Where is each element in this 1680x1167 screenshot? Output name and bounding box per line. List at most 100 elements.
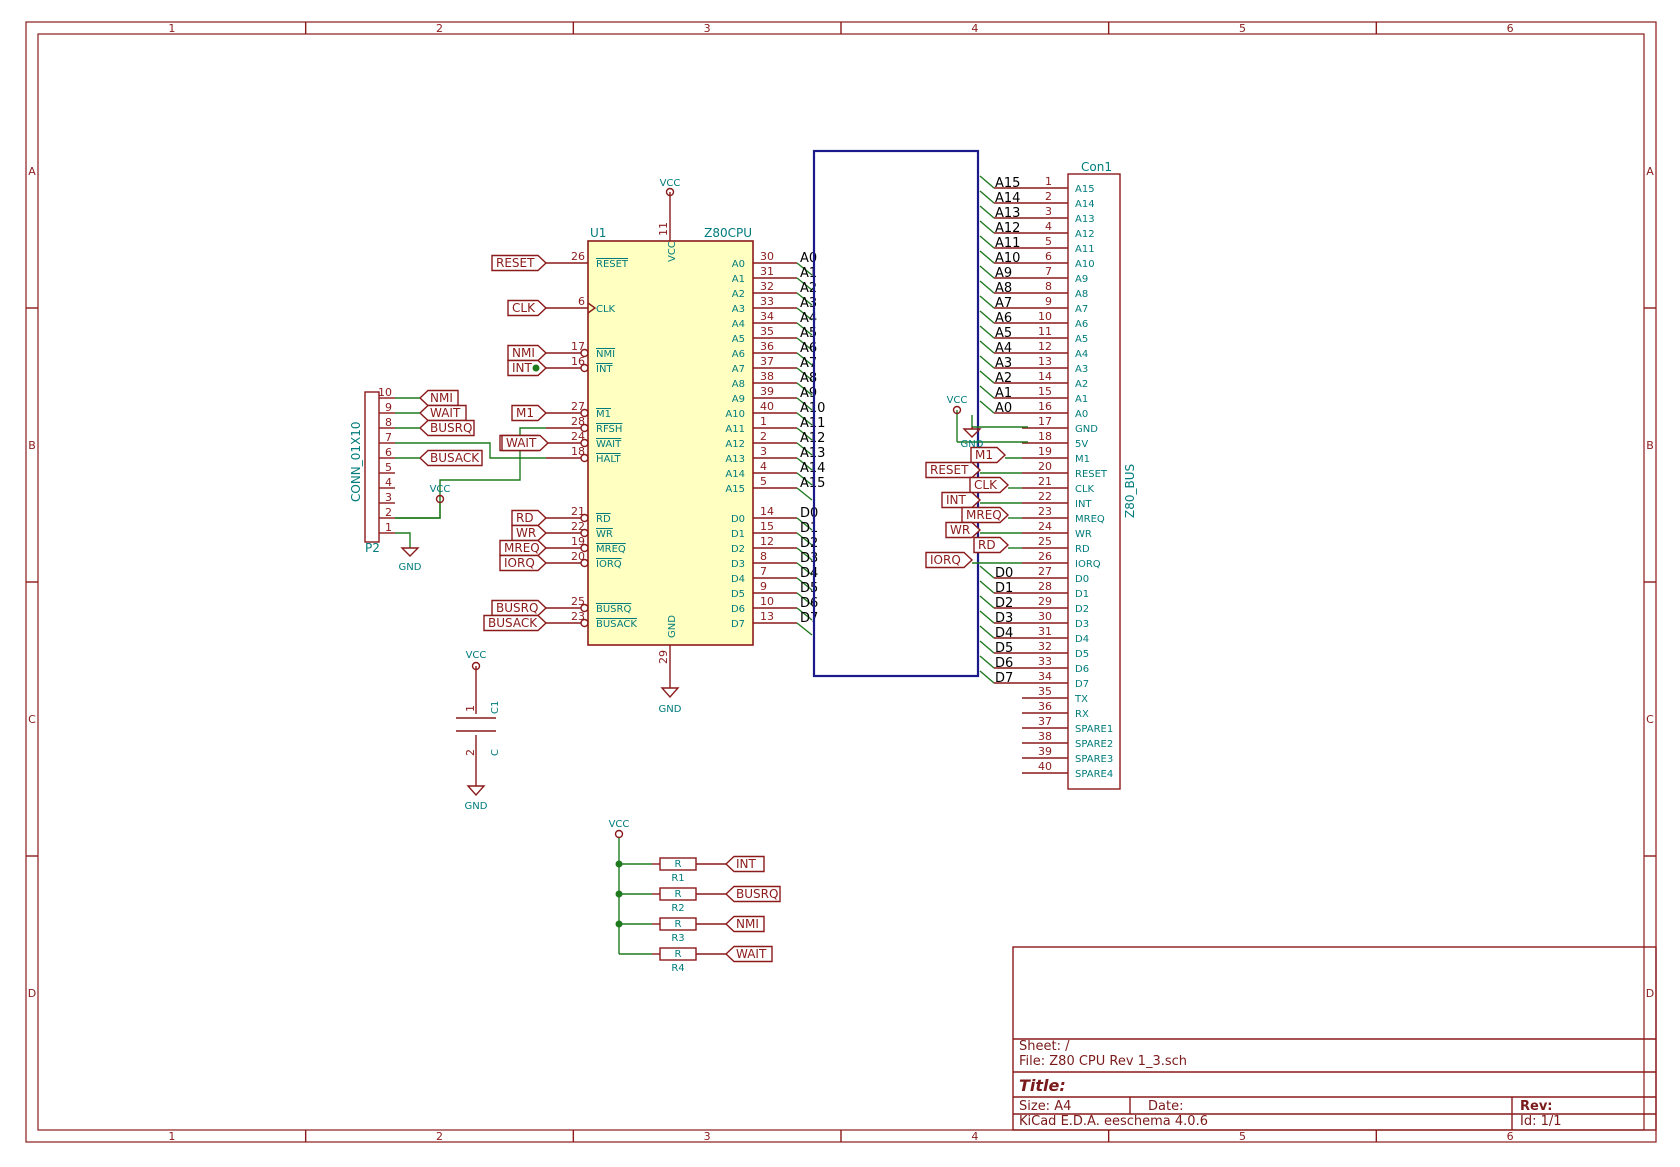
bus-entry [979, 205, 995, 219]
net-label: A3 [800, 296, 817, 311]
net-label: A4 [800, 311, 817, 326]
vcc-symbol [471, 661, 481, 671]
u1-pin-num: 10 [760, 595, 774, 608]
u1-pin-name: IORQ [596, 559, 622, 570]
tb-rev: Rev: [1520, 1099, 1553, 1114]
u1-clk-label-shape [507, 299, 548, 317]
res-wait-label-text: WAIT [736, 947, 767, 961]
res-value: R [675, 859, 682, 870]
frame-col-label: 4 [971, 22, 978, 35]
u1-pin-num: 27 [571, 400, 585, 413]
con1-rd-label-text: RD [978, 538, 996, 552]
u1-pin-name: RESET [596, 259, 629, 270]
con1-pin-name: GND [1075, 424, 1098, 435]
u1-pin-bubble [580, 408, 589, 418]
frame-col-label: 2 [436, 1130, 443, 1143]
u1-pin-num: 39 [760, 385, 774, 398]
clock-marker [587, 302, 597, 314]
p2-ref: P2 [365, 541, 380, 555]
bus-entry [979, 400, 995, 414]
con1-m1-label-shape [970, 446, 1007, 464]
con1-pin-num: 36 [1038, 700, 1052, 713]
u1-pin-num: 6 [578, 295, 585, 308]
u1-gnd-pin-name: GND [667, 615, 678, 638]
u1-pin-num: 21 [571, 505, 585, 518]
u1-pin-bubble [580, 618, 589, 628]
con1-pin-num: 14 [1038, 370, 1052, 383]
net-label: A13 [800, 446, 825, 461]
u1-pin-num: 14 [760, 505, 774, 518]
vcc-label: VCC [660, 178, 681, 189]
u1-pin-bubble [580, 528, 589, 538]
con1-pin-name: RESET [1075, 469, 1108, 480]
net-label: A8 [800, 371, 817, 386]
bus-entry [796, 622, 813, 636]
res-value: R [675, 949, 682, 960]
con1-pin-num: 30 [1038, 610, 1052, 623]
con1-ref: Con1 [1081, 160, 1112, 174]
u1-pin-name: A7 [732, 364, 745, 375]
bus-entry [979, 610, 995, 624]
con1-pin-num: 25 [1038, 535, 1052, 548]
res-ref: R1 [671, 873, 684, 884]
net-label: A11 [995, 236, 1020, 251]
con1-pin-num: 11 [1038, 325, 1052, 338]
u1-pin-bubble [580, 543, 589, 553]
u1-pin-name: D1 [731, 529, 745, 540]
frame-col-label: 4 [971, 1130, 978, 1143]
bus-entry [796, 367, 813, 381]
p2-pin-num: 9 [385, 401, 392, 414]
u1-pin-num: 36 [760, 340, 774, 353]
con1-clk-label-text: CLK [974, 478, 998, 492]
con1-pin-name: D3 [1075, 619, 1089, 630]
frame-col-label: 5 [1239, 1130, 1246, 1143]
gnd-symbol [660, 687, 680, 699]
bus-entry [979, 220, 995, 234]
u1-iorq-label-shape [499, 554, 548, 572]
u1-pin-num: 31 [760, 265, 774, 278]
bus-entry [796, 262, 813, 276]
halt-to-p2-wire [395, 442, 546, 459]
net-label: A11 [800, 416, 825, 431]
bus-entry [796, 607, 813, 621]
con1-pin-name: A6 [1075, 319, 1088, 330]
con1-pin-num: 20 [1038, 460, 1052, 473]
bus-entry [979, 265, 995, 279]
con1-iorq-label-text: IORQ [930, 553, 961, 567]
frame-row-label: A [28, 165, 36, 178]
con1-pin-num: 9 [1045, 295, 1052, 308]
res-vcc-label: VCC [609, 819, 630, 830]
net-label: A6 [995, 311, 1012, 326]
con1-iorq-label-shape [925, 551, 974, 569]
junction-dot [615, 890, 623, 898]
u1-pin-bubble [580, 513, 589, 523]
u1-pin-bubble [580, 423, 589, 433]
u1-pin-num: 40 [760, 400, 774, 413]
con1-pin-num: 33 [1038, 655, 1052, 668]
u1-pin-num: 24 [571, 430, 585, 443]
u1-pin-bubble [580, 453, 589, 463]
tb-id: Id: 1/1 [1520, 1114, 1562, 1129]
con1-pin-name: A10 [1075, 259, 1095, 270]
c1-ref: C1 [490, 701, 501, 714]
net-label: A10 [800, 401, 825, 416]
u1-clk-label-text: CLK [512, 301, 536, 315]
con1-pin-num: 2 [1045, 190, 1052, 203]
u1-busack-label-text: BUSACK [488, 616, 538, 630]
res-nmi-label-text: NMI [736, 917, 759, 931]
bus-entry [979, 190, 995, 204]
gnd-symbol [962, 428, 982, 438]
u1-mreq-label-shape [499, 539, 548, 557]
u1-pin-name: INT [596, 364, 613, 375]
u1-pin-name: A6 [732, 349, 745, 360]
bus-entry [979, 655, 995, 669]
con1-pin-name: M1 [1075, 454, 1090, 465]
bus-entry [796, 472, 813, 486]
u1-pin-num: 13 [760, 610, 774, 623]
u1-pin-name: CLK [596, 304, 616, 315]
con1-value: Z80_BUS [1123, 464, 1137, 518]
bus-entry [796, 487, 813, 501]
u1-pin-bubble [580, 438, 589, 448]
u1-ref: U1 [590, 226, 606, 240]
net-label: D3 [800, 551, 818, 566]
